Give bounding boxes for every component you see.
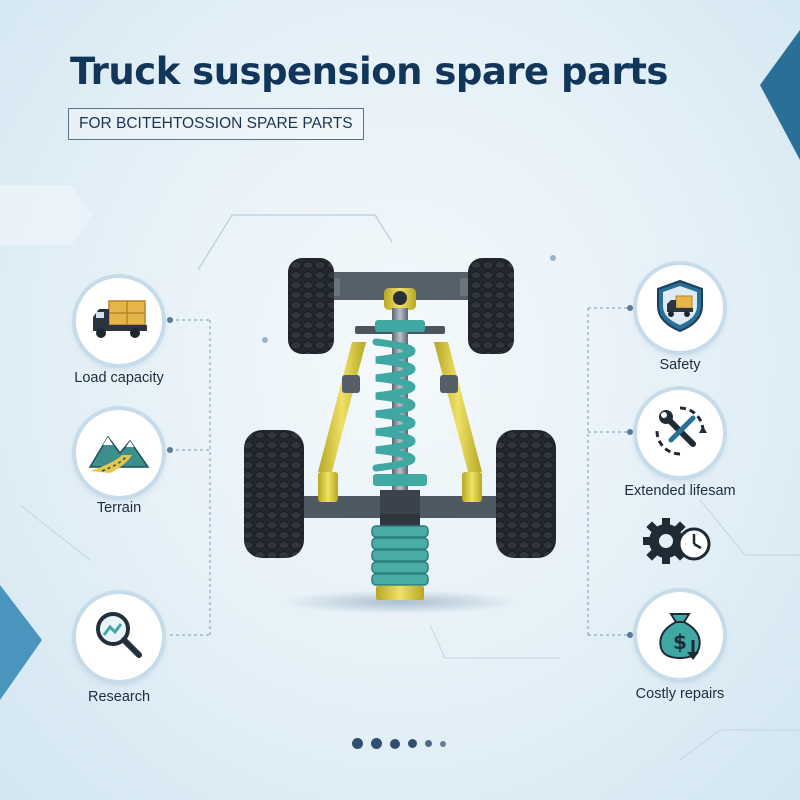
safety-label: Safety — [659, 357, 701, 373]
shield-truck-icon — [654, 278, 706, 338]
pagination-dot[interactable] — [371, 738, 382, 749]
pagination-dots — [352, 738, 446, 749]
gear-clock-badge — [642, 512, 714, 574]
costly-repairs-badge: $ — [637, 592, 723, 678]
extended-lifespan-label: Extended lifesam — [624, 483, 736, 499]
truck-cargo-icon — [87, 295, 151, 347]
page-subtitle: FOR BCITEHTOSSION SPARE PARTS — [68, 108, 364, 140]
extended-lifespan-badge — [637, 390, 723, 476]
load-capacity-label: Load capacity — [74, 370, 164, 386]
costly-repairs-label: Costly repairs — [635, 686, 725, 702]
money-bag-icon: $ — [653, 604, 707, 666]
load-capacity-badge — [76, 278, 162, 364]
mountain-road-icon — [88, 427, 150, 479]
pagination-dot[interactable] — [408, 739, 417, 748]
pagination-dot[interactable] — [425, 740, 432, 747]
coil-spring — [372, 338, 416, 472]
magnifier-icon — [91, 607, 147, 667]
suspension-illustration — [244, 258, 556, 614]
terrain-badge — [76, 410, 162, 496]
safety-badge — [637, 265, 723, 351]
pagination-dot[interactable] — [440, 740, 446, 747]
research-badge — [76, 594, 162, 680]
wrench-cycle-icon — [651, 402, 709, 464]
research-label: Research — [87, 689, 151, 705]
pagination-dot[interactable] — [390, 738, 400, 749]
gear-clock-icon — [642, 518, 714, 574]
page-title: Truck suspension spare parts — [70, 50, 668, 93]
terrain-label: Terrain — [96, 500, 142, 516]
svg-text:$: $ — [673, 630, 687, 654]
pagination-dot[interactable] — [352, 738, 363, 749]
